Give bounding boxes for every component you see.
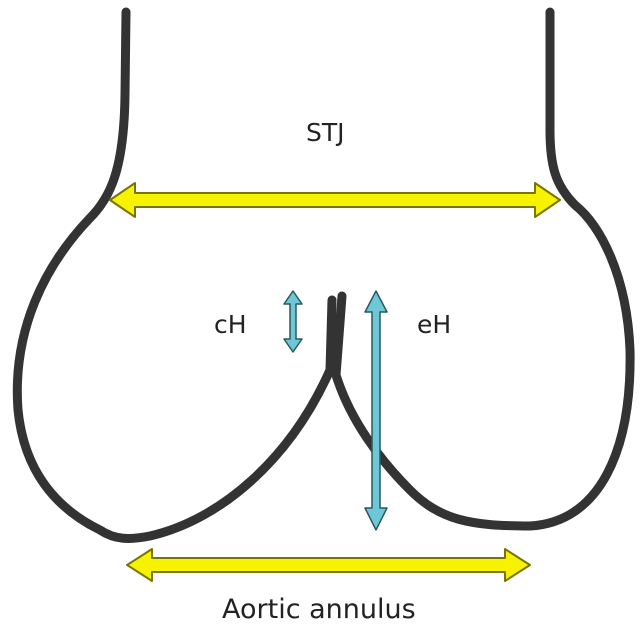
stj-arrow bbox=[110, 183, 560, 217]
eh-label: eH bbox=[417, 312, 451, 337]
aortic-annulus-label: Aortic annulus bbox=[222, 596, 416, 623]
annulus-arrow bbox=[127, 549, 530, 581]
aortic-root-outline bbox=[17, 12, 630, 538]
eh-arrow bbox=[365, 291, 387, 530]
ch-arrow bbox=[284, 291, 302, 352]
ch-label: cH bbox=[214, 312, 247, 337]
stj-label: STJ bbox=[306, 120, 345, 145]
